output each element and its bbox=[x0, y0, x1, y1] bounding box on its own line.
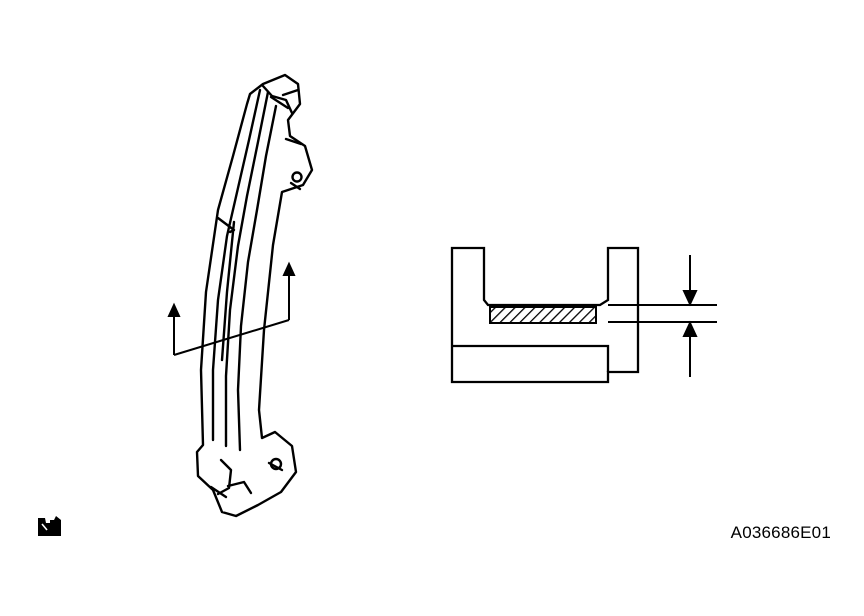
chain-guide-part bbox=[195, 73, 314, 518]
wrench-icon bbox=[38, 516, 61, 536]
wear-depth-dimension bbox=[608, 255, 717, 377]
figure-code: A036686E01 bbox=[730, 523, 831, 542]
section-arrows bbox=[167, 261, 296, 356]
cross-section-view bbox=[450, 246, 640, 384]
